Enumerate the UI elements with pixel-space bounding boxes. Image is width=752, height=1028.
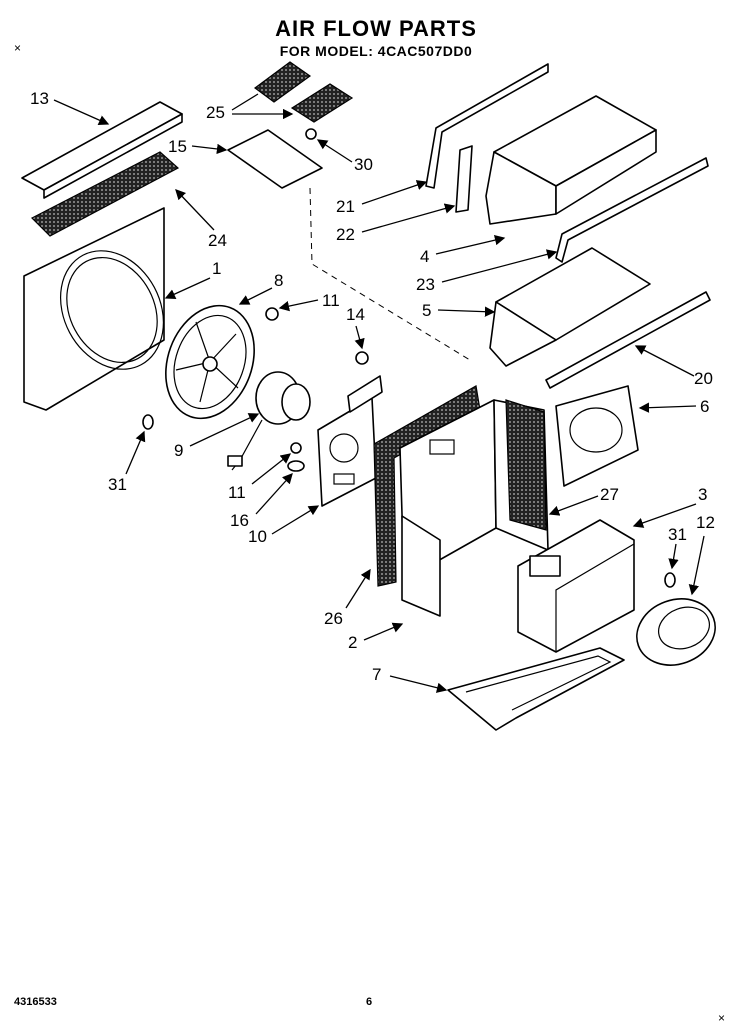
svg-text:26: 26 — [324, 609, 343, 628]
callout-24: 24 — [175, 189, 227, 250]
nut-11b — [290, 442, 302, 454]
svg-text:13: 13 — [30, 89, 49, 108]
callout-12: 12 — [688, 513, 715, 596]
small-filter-25b — [290, 83, 354, 123]
callout-2: 2 — [348, 622, 404, 652]
svg-text:15: 15 — [168, 137, 187, 156]
svg-text:7: 7 — [372, 665, 381, 684]
callout-11a: 11 — [278, 291, 340, 312]
svg-text:2: 2 — [348, 633, 357, 652]
callout-31a: 31 — [108, 430, 146, 494]
svg-text:6: 6 — [700, 397, 709, 416]
condenser-fan-8 — [165, 304, 255, 420]
washer-16 — [287, 460, 305, 472]
blower-wheel-12 — [636, 598, 716, 666]
svg-text:23: 23 — [416, 275, 435, 294]
nut-11a — [265, 307, 279, 321]
callout-7: 7 — [372, 665, 448, 693]
svg-text:11: 11 — [228, 483, 246, 502]
callout-6: 6 — [638, 397, 709, 416]
svg-text:31: 31 — [668, 525, 687, 544]
motor-mount-10 — [317, 375, 383, 507]
callout-25: 25 — [206, 93, 292, 122]
svg-text:22: 22 — [336, 225, 355, 244]
callout-9: 9 — [174, 413, 260, 460]
seal-strip-23 — [555, 157, 709, 263]
svg-text:24: 24 — [208, 231, 227, 250]
base-tray-5 — [489, 247, 651, 367]
assembly-line — [309, 187, 471, 361]
callout-14: 14 — [346, 305, 365, 350]
clip-31a — [142, 414, 154, 430]
svg-text:4: 4 — [420, 247, 429, 266]
svg-text:14: 14 — [346, 305, 365, 324]
callout-8: 8 — [238, 271, 283, 305]
seal-strip-20 — [545, 291, 711, 389]
callout-21: 21 — [336, 180, 428, 216]
corner-mark: × — [718, 1011, 725, 1025]
seal-strip-21 — [425, 63, 549, 189]
corner-mark: × — [14, 41, 21, 55]
blower-housing-3 — [517, 519, 635, 653]
model-subtitle: FOR MODEL: 4CAC507DD0 — [279, 43, 473, 59]
filter-26 — [373, 385, 481, 587]
clip-31b — [664, 572, 676, 588]
svg-text:3: 3 — [698, 485, 707, 504]
svg-text:20: 20 — [694, 369, 713, 388]
svg-text:11: 11 — [322, 291, 340, 310]
callout-15: 15 — [168, 137, 228, 156]
svg-text:31: 31 — [108, 475, 127, 494]
page-number: 6 — [366, 996, 373, 1008]
callout-22: 22 — [336, 203, 456, 244]
svg-text:10: 10 — [248, 527, 267, 546]
callout-10: 10 — [248, 505, 320, 546]
svg-text:9: 9 — [174, 441, 183, 460]
callout-13: 13 — [30, 89, 110, 126]
callout-26: 26 — [324, 568, 371, 628]
fan-motor-9 — [227, 371, 311, 471]
svg-text:25: 25 — [206, 103, 225, 122]
evaporator-coil-27 — [505, 399, 547, 531]
top-cover-4 — [485, 95, 657, 225]
seal-22 — [455, 145, 473, 213]
blower-scroll-6 — [555, 385, 639, 487]
small-filter-25a — [253, 61, 312, 103]
svg-text:12: 12 — [696, 513, 715, 532]
svg-text:1: 1 — [212, 259, 221, 278]
callout-11b: 11 — [228, 453, 292, 502]
callout-16: 16 — [230, 473, 293, 530]
svg-text:16: 16 — [230, 511, 249, 530]
mounting-plate-15 — [227, 129, 323, 189]
air-filter-24 — [30, 151, 180, 237]
grommet-14 — [355, 351, 369, 365]
document-number: 4316533 — [14, 996, 57, 1008]
callout-20: 20 — [634, 345, 713, 388]
callout-5: 5 — [422, 301, 496, 320]
condenser-shroud-1 — [23, 207, 165, 411]
gasket-7 — [447, 647, 625, 731]
svg-text:5: 5 — [422, 301, 431, 320]
callout-4: 4 — [420, 235, 506, 266]
callout-30: 30 — [316, 139, 373, 174]
callout-3: 3 — [632, 485, 707, 528]
callout-23: 23 — [416, 249, 558, 294]
svg-text:21: 21 — [336, 197, 355, 216]
callout-1: 1 — [164, 259, 221, 299]
svg-text:30: 30 — [354, 155, 373, 174]
screw-30 — [305, 128, 317, 140]
callout-27: 27 — [548, 485, 619, 516]
diagram-title: AIR FLOW PARTS — [275, 16, 477, 41]
top-bracket-part — [21, 101, 183, 199]
svg-text:27: 27 — [600, 485, 619, 504]
callout-31b: 31 — [668, 525, 687, 570]
svg-text:8: 8 — [274, 271, 283, 290]
